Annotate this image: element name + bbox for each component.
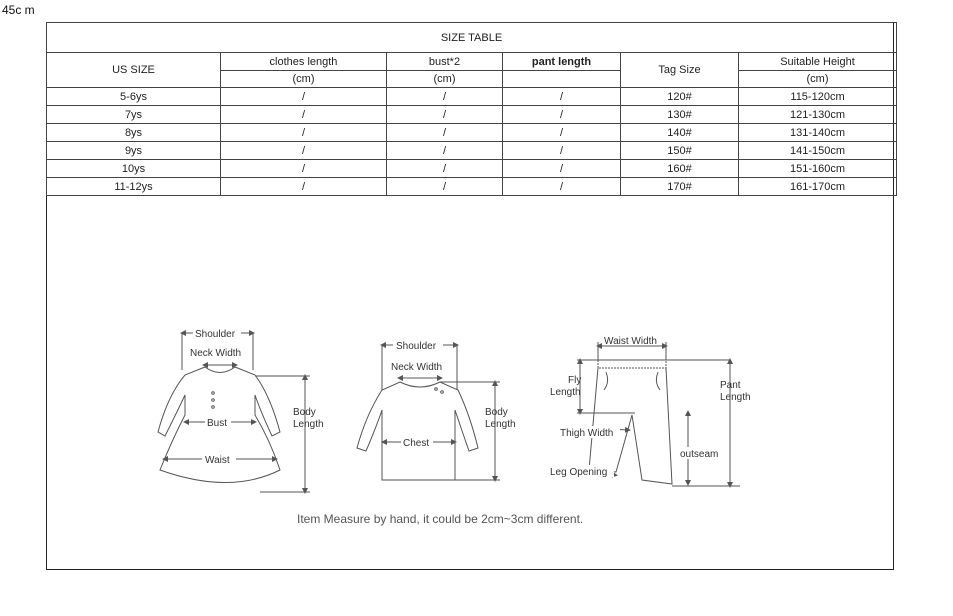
dress-illustration bbox=[157, 330, 310, 494]
cell-pant: / bbox=[502, 87, 621, 106]
header-bust: bust*2 bbox=[386, 52, 503, 71]
cell-clothes: / bbox=[220, 159, 387, 178]
cell-size: 5-6ys bbox=[46, 87, 221, 106]
measurement-note: Item Measure by hand, it could be 2cm~3c… bbox=[297, 512, 584, 526]
dress-shoulder-label-bg bbox=[193, 327, 241, 339]
unit-pant-length bbox=[502, 70, 621, 88]
shirt-shoulder-label-bg bbox=[393, 339, 443, 351]
cell-size: 10ys bbox=[46, 159, 221, 178]
dress-bust-label: Bust bbox=[207, 418, 227, 429]
cell-pant: / bbox=[502, 105, 621, 124]
shirt-body-label: Body bbox=[485, 407, 508, 418]
cell-pant: / bbox=[502, 141, 621, 160]
cell-tag: 140# bbox=[620, 123, 739, 142]
dress-bust-label-bg bbox=[205, 416, 231, 428]
cell-clothes: / bbox=[220, 87, 387, 106]
table-row: 11-12ys / / / 170# 161-170cm bbox=[46, 177, 897, 196]
shirt-neck-width-label: Neck Width bbox=[391, 362, 442, 373]
header-clothes-length: clothes length bbox=[220, 52, 387, 71]
header-tag-size: Tag Size bbox=[620, 52, 739, 88]
cell-size: 7ys bbox=[46, 105, 221, 124]
cell-size: 11-12ys bbox=[46, 177, 221, 196]
unit-suitable-height: (cm) bbox=[738, 70, 897, 88]
cell-pant: / bbox=[502, 159, 621, 178]
dress-waist-label: Waist bbox=[205, 455, 230, 466]
table-row: 8ys / / / 140# 131-140cm bbox=[46, 123, 897, 142]
pants-thigh-label-bg bbox=[558, 426, 620, 438]
cell-bust: / bbox=[386, 141, 503, 160]
pants-fly-length-label: Length bbox=[550, 387, 581, 398]
pants-outseam-label: outseam bbox=[680, 449, 718, 460]
cell-tag: 150# bbox=[620, 141, 739, 160]
dress-body-label: Body bbox=[293, 407, 316, 418]
shirt-shoulder-label: Shoulder bbox=[396, 341, 437, 352]
pants-illustration bbox=[577, 342, 740, 488]
cell-clothes: / bbox=[220, 177, 387, 196]
unit-clothes-length: (cm) bbox=[220, 70, 387, 88]
header-pant-length: pant length bbox=[502, 52, 621, 71]
cell-clothes: / bbox=[220, 141, 387, 160]
cell-bust: / bbox=[386, 105, 503, 124]
dress-length-label: Length bbox=[293, 419, 324, 430]
dress-shoulder-label: Shoulder bbox=[195, 329, 236, 340]
cell-height: 151-160cm bbox=[738, 159, 897, 178]
table-row: 9ys / / / 150# 141-150cm bbox=[46, 141, 897, 160]
measurement-diagram: Shoulder Neck Width Bust Waist Body Leng… bbox=[157, 327, 751, 494]
cell-height: 131-140cm bbox=[738, 123, 897, 142]
shirt-chest-label: Chest bbox=[403, 438, 429, 449]
cell-tag: 160# bbox=[620, 159, 739, 178]
corner-label: 45c m bbox=[2, 3, 35, 17]
cell-tag: 130# bbox=[620, 105, 739, 124]
cell-pant: / bbox=[502, 123, 621, 142]
cell-tag: 170# bbox=[620, 177, 739, 196]
pants-waist-width-label: Waist Width bbox=[604, 336, 657, 347]
cell-clothes: / bbox=[220, 123, 387, 142]
pants-thigh-width-label: Thigh Width bbox=[560, 428, 613, 439]
cell-pant: / bbox=[502, 177, 621, 196]
cell-size: 9ys bbox=[46, 141, 221, 160]
cell-height: 121-130cm bbox=[738, 105, 897, 124]
cell-bust: / bbox=[386, 177, 503, 196]
cell-bust: / bbox=[386, 87, 503, 106]
pants-fly-label: Fly bbox=[568, 375, 581, 386]
cell-size: 8ys bbox=[46, 123, 221, 142]
table-title: SIZE TABLE bbox=[46, 22, 897, 53]
shirt-length-label: Length bbox=[485, 419, 516, 430]
dress-neck-width-label: Neck Width bbox=[190, 348, 241, 359]
header-suitable-height: Suitable Height bbox=[738, 52, 897, 71]
pants-outseam-label-bg bbox=[678, 447, 724, 459]
dress-waist-label-bg bbox=[202, 453, 236, 465]
cell-height: 115-120cm bbox=[738, 87, 897, 106]
table-row: 7ys / / / 130# 121-130cm bbox=[46, 105, 897, 124]
unit-bust: (cm) bbox=[386, 70, 503, 88]
table-row: 5-6ys / / / 120# 115-120cm bbox=[46, 87, 897, 106]
size-table: SIZE TABLE US SIZE clothes length bust*2… bbox=[46, 22, 897, 196]
pants-pant-length-label: Length bbox=[720, 392, 751, 403]
pants-leg-opening-label: Leg Opening bbox=[550, 467, 607, 478]
cell-clothes: / bbox=[220, 105, 387, 124]
shirt-chest-label-bg bbox=[401, 436, 433, 448]
pants-leg-opening-label-bg bbox=[548, 465, 614, 477]
header-us-size: US SIZE bbox=[46, 52, 221, 88]
cell-height: 161-170cm bbox=[738, 177, 897, 196]
cell-bust: / bbox=[386, 159, 503, 178]
pants-pant-label: Pant bbox=[720, 380, 741, 391]
cell-height: 141-150cm bbox=[738, 141, 897, 160]
cell-bust: / bbox=[386, 123, 503, 142]
cell-tag: 120# bbox=[620, 87, 739, 106]
table-row: 10ys / / / 160# 151-160cm bbox=[46, 159, 897, 178]
